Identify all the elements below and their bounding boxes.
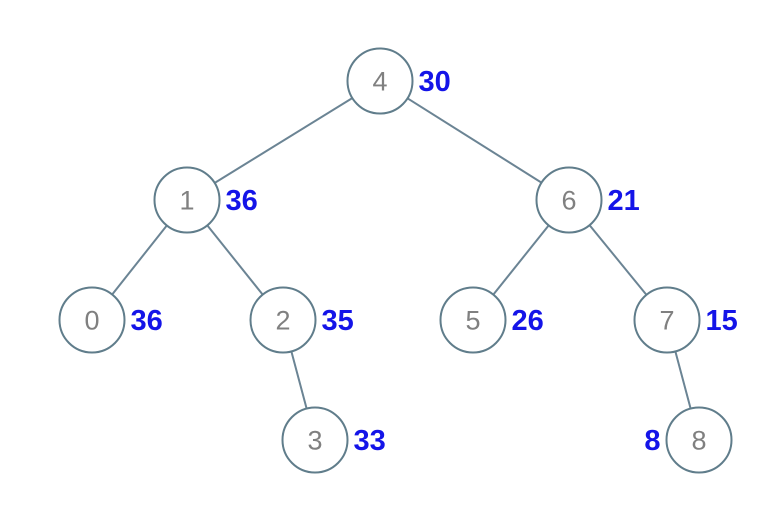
tree-node-4 <box>346 47 414 115</box>
tree-edge-4-1 <box>186 80 381 201</box>
tree-node-key-7: 7 <box>659 305 674 335</box>
nodes-layer: 4 1 6 0 2 5 7 3 8 <box>58 47 733 474</box>
tree-node-6 <box>535 166 603 234</box>
tree-node-value-3: 33 <box>354 425 386 457</box>
tree-node-key-2: 2 <box>275 305 290 335</box>
tree-node-value-8: 8 <box>644 425 660 457</box>
tree-node-key-3: 3 <box>307 425 322 455</box>
tree-node-8 <box>665 406 733 474</box>
edges-layer <box>91 80 700 441</box>
tree-node-value-6: 21 <box>608 185 640 217</box>
tree-node-0 <box>58 286 126 354</box>
tree-node-value-1: 36 <box>226 185 258 217</box>
tree-node-2 <box>249 286 317 354</box>
tree-node-value-5: 26 <box>512 305 544 337</box>
tree-node-value-4: 30 <box>419 66 451 98</box>
tree-node-7 <box>633 286 701 354</box>
tree-node-key-4: 4 <box>372 66 387 96</box>
tree-node-key-8: 8 <box>691 425 706 455</box>
tree-node-key-1: 1 <box>179 185 194 215</box>
tree-node-value-0: 36 <box>131 305 163 337</box>
tree-node-value-2: 35 <box>322 305 354 337</box>
tree-node-key-5: 5 <box>465 305 480 335</box>
tree-node-key-6: 6 <box>561 185 576 215</box>
tree-node-3 <box>281 406 349 474</box>
tree-edge-4-6 <box>379 80 570 201</box>
tree-node-5 <box>439 286 507 354</box>
tree-node-key-0: 0 <box>84 305 99 335</box>
tree-node-1 <box>153 166 221 234</box>
tree-node-value-7: 15 <box>706 305 738 337</box>
